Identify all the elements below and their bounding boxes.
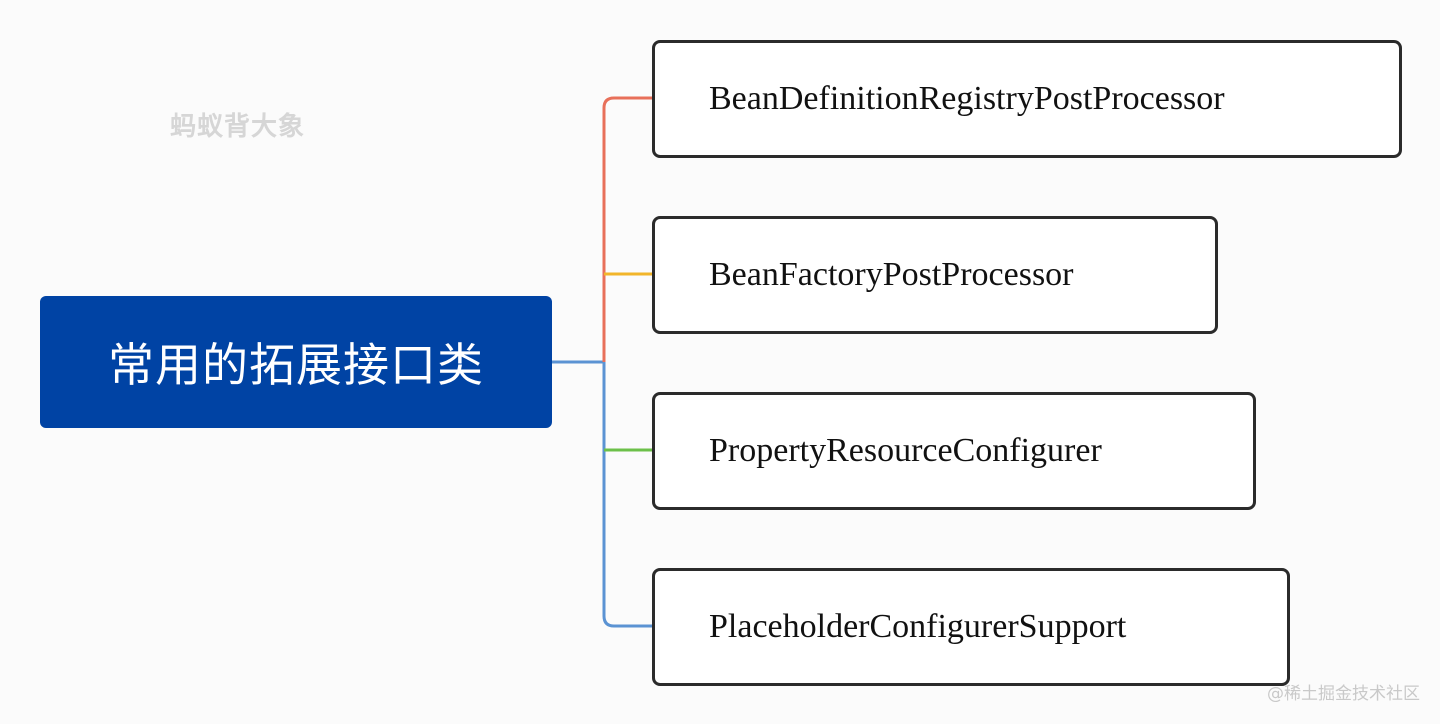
watermark-author: 蚂蚁背大象 xyxy=(170,112,306,142)
root-label: 常用的拓展接口类 xyxy=(108,338,484,392)
child-label: PropertyResourceConfigurer xyxy=(709,432,1102,469)
child-node-placeholder-configurer[interactable]: PlaceholderConfigurerSupport xyxy=(652,568,1290,686)
child-node-bean-definition-registry[interactable]: BeanDefinitionRegistryPostProcessor xyxy=(652,40,1402,158)
connector-child-1 xyxy=(602,96,652,362)
watermark-site: @稀土掘金技术社区 xyxy=(1267,684,1420,704)
child-label: BeanFactoryPostProcessor xyxy=(709,256,1074,293)
child-label: PlaceholderConfigurerSupport xyxy=(709,608,1127,645)
child-node-bean-factory[interactable]: BeanFactoryPostProcessor xyxy=(652,216,1218,334)
connector-child-4 xyxy=(602,362,652,628)
child-node-property-resource[interactable]: PropertyResourceConfigurer xyxy=(652,392,1256,510)
root-node[interactable]: 常用的拓展接口类 xyxy=(40,296,552,428)
child-label: BeanDefinitionRegistryPostProcessor xyxy=(709,80,1225,117)
